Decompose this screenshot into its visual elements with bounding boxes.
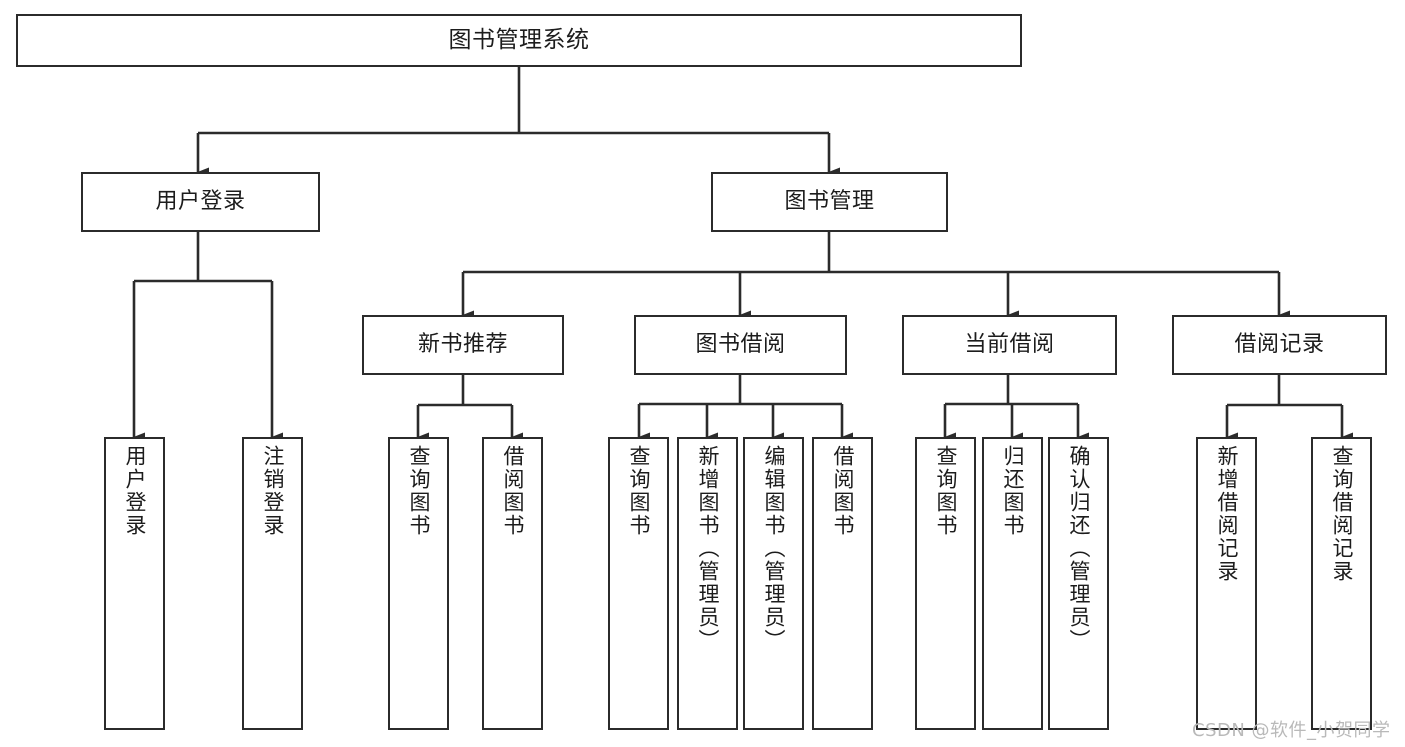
node-book-management[interactable]: 图书管理 bbox=[711, 172, 948, 232]
node-label: 确认归还（管理员） bbox=[1067, 445, 1091, 652]
node-label: 编辑图书（管理员） bbox=[762, 445, 786, 652]
node-root-book-management-system[interactable]: 图书管理系统 bbox=[16, 14, 1022, 67]
node-label: 归还图书 bbox=[1001, 445, 1025, 537]
node-label: 新增借阅记录 bbox=[1215, 445, 1239, 583]
node-label: 用户登录 bbox=[123, 445, 147, 537]
csdn-watermark: CSDN @软件_小贺同学 bbox=[1192, 720, 1391, 741]
node-leaf-query-borrow-record[interactable]: 查询借阅记录 bbox=[1311, 437, 1372, 730]
node-leaf-return-book[interactable]: 归还图书 bbox=[982, 437, 1043, 730]
node-label: 借阅图书 bbox=[831, 445, 855, 537]
node-label: 注销登录 bbox=[261, 445, 285, 537]
node-user-login[interactable]: 用户登录 bbox=[81, 172, 320, 232]
node-current-borrowing[interactable]: 当前借阅 bbox=[902, 315, 1117, 375]
node-leaf-query-book-new-book[interactable]: 查询图书 bbox=[388, 437, 449, 730]
node-label: 图书管理 bbox=[784, 189, 875, 215]
node-leaf-borrow-book[interactable]: 借阅图书 bbox=[812, 437, 873, 730]
node-label: 查询图书 bbox=[627, 445, 651, 537]
node-label: 借阅记录 bbox=[1234, 332, 1325, 358]
node-label: 借阅图书 bbox=[501, 445, 525, 537]
node-leaf-edit-book-admin[interactable]: 编辑图书（管理员） bbox=[743, 437, 804, 730]
node-label: 当前借阅 bbox=[964, 332, 1055, 358]
node-borrowing-record[interactable]: 借阅记录 bbox=[1172, 315, 1387, 375]
node-new-book-recommendation[interactable]: 新书推荐 bbox=[362, 315, 564, 375]
node-label: 查询图书 bbox=[407, 445, 431, 537]
node-label: 新书推荐 bbox=[417, 332, 508, 358]
node-leaf-user-login[interactable]: 用户登录 bbox=[104, 437, 165, 730]
node-leaf-borrow-book-new-book[interactable]: 借阅图书 bbox=[482, 437, 543, 730]
node-leaf-user-logout[interactable]: 注销登录 bbox=[242, 437, 303, 730]
node-leaf-query-book-current[interactable]: 查询图书 bbox=[915, 437, 976, 730]
node-label: 图书借阅 bbox=[695, 332, 786, 358]
node-label: 查询图书 bbox=[934, 445, 958, 537]
node-leaf-confirm-return-admin[interactable]: 确认归还（管理员） bbox=[1048, 437, 1109, 730]
node-label: 查询借阅记录 bbox=[1330, 445, 1354, 583]
node-label: 新增图书（管理员） bbox=[696, 445, 720, 652]
node-leaf-add-borrow-record[interactable]: 新增借阅记录 bbox=[1196, 437, 1257, 730]
node-leaf-add-book-admin[interactable]: 新增图书（管理员） bbox=[677, 437, 738, 730]
node-label: 图书管理系统 bbox=[448, 26, 590, 53]
node-book-borrowing[interactable]: 图书借阅 bbox=[634, 315, 847, 375]
node-leaf-query-book-borrow[interactable]: 查询图书 bbox=[608, 437, 669, 730]
node-label: 用户登录 bbox=[155, 189, 246, 215]
